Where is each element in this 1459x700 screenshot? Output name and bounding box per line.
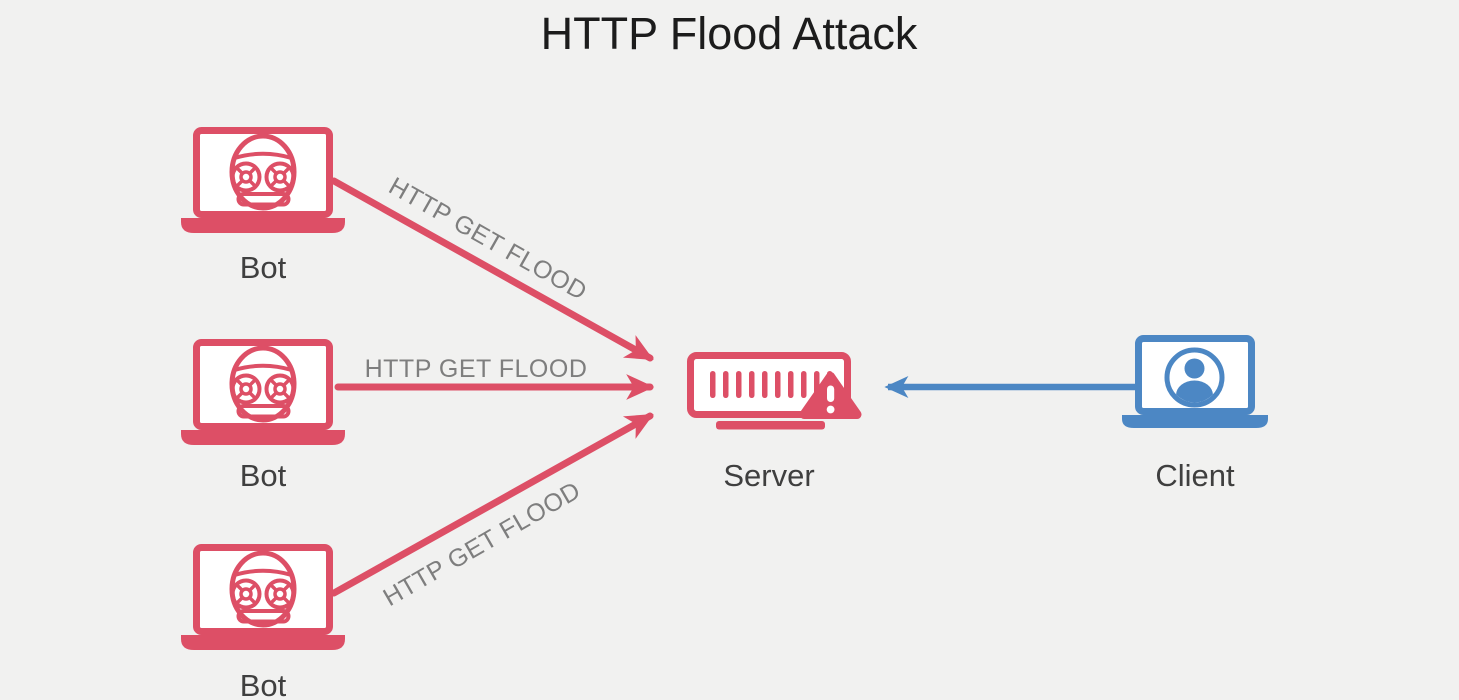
robot-laptop-icon <box>181 343 345 446</box>
bot-node-2: Bot <box>181 343 345 493</box>
robot-laptop-icon <box>181 131 345 234</box>
client-node: Client <box>1122 339 1268 493</box>
client-label: Client <box>1155 458 1235 493</box>
server-slots <box>710 371 833 398</box>
bot-label-3: Bot <box>240 668 287 700</box>
server-label: Server <box>723 458 814 493</box>
edge-label-middle: HTTP GET FLOOD <box>365 355 588 383</box>
edge-label-top: HTTP GET FLOOD <box>384 172 592 306</box>
robot-laptop-icon <box>181 548 345 651</box>
diagram-title: HTTP Flood Attack <box>541 8 918 59</box>
bot-node-3: Bot <box>181 548 345 700</box>
bot-label-1: Bot <box>240 250 287 285</box>
user-laptop-icon <box>1122 339 1268 429</box>
warning-triangle-icon <box>799 372 862 419</box>
attack-arrow-3 <box>330 412 654 597</box>
bot-label-2: Bot <box>240 458 287 493</box>
bot-node-1: Bot <box>181 131 345 285</box>
attack-arrow-1 <box>330 177 654 362</box>
server-icon <box>687 352 851 430</box>
server-node: Server <box>687 352 862 493</box>
edge-label-bottom: HTTP GET FLOOD <box>379 476 586 612</box>
